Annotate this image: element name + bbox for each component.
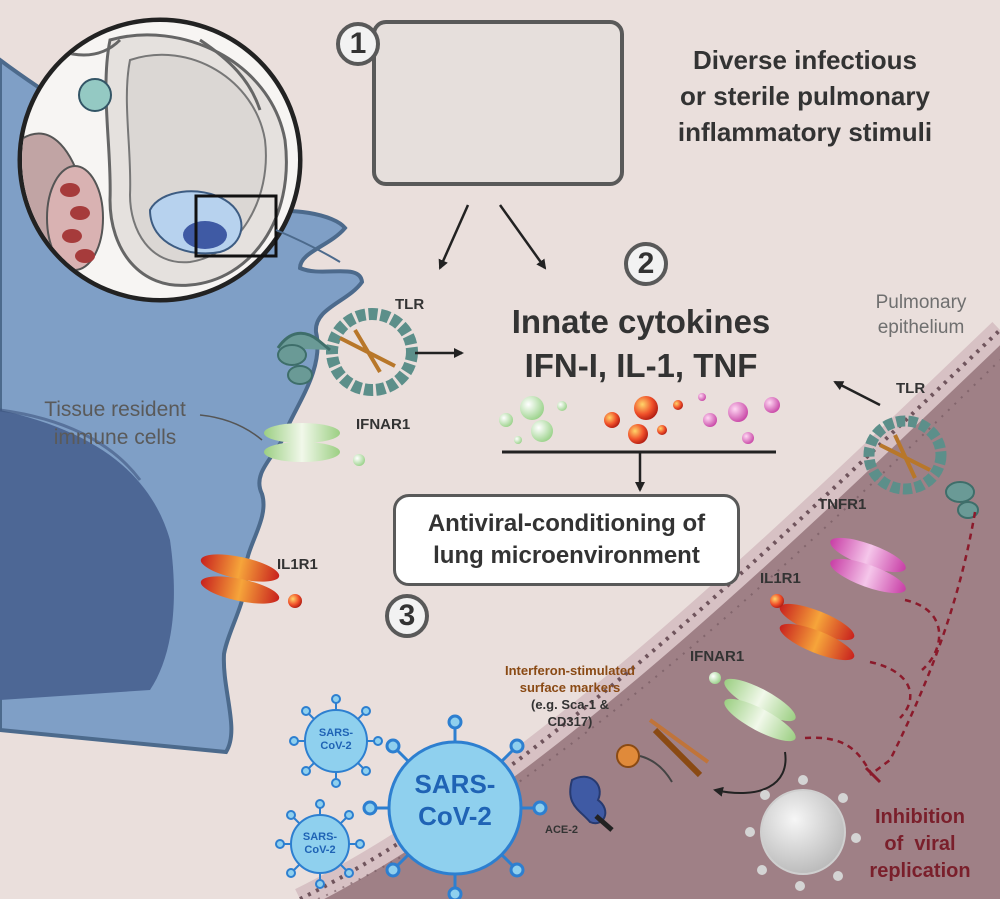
step-1-badge: 1	[336, 22, 380, 66]
sars-cov-2-small-bottom	[275, 799, 365, 889]
arrow-epi-tlr-to-cytokines	[833, 380, 881, 407]
epithelium-tnfr1-label: TNFR1	[818, 496, 867, 513]
stimuli-label: Diverse infectious or sterile pulmonary …	[677, 45, 933, 147]
pulmonary-epithelium-label: Pulmonary epithelium	[875, 292, 967, 338]
step-2-badge: 2	[624, 242, 668, 286]
cytokine-particles	[499, 393, 780, 444]
immune-tlr-label: TLR	[395, 296, 425, 313]
inhibited-virus	[745, 775, 861, 891]
epithelium-il1r1-label: IL1R1	[760, 570, 801, 587]
sars-cov-2-small-bottom-label: SARS- CoV-2	[302, 831, 338, 856]
isg-surface-marker	[616, 718, 710, 783]
epithelium-tlr-receptor	[863, 415, 979, 519]
arrow-stimuli-to-cytokines	[498, 204, 547, 270]
stimuli-box	[372, 20, 624, 186]
immune-ifnar1-label: IFNAR1	[356, 416, 411, 433]
conditioning-label: Antiviral-conditioning of lung microenvi…	[427, 510, 706, 569]
epithelium-il1r1-receptor	[770, 594, 855, 661]
sars-cov-2-large	[362, 714, 548, 899]
epithelium-tlr-label: TLR	[896, 380, 926, 397]
epithelium-ifnar1-receptor	[709, 672, 796, 742]
inhibition-label: Inhibition of viral replication	[869, 806, 971, 882]
lung-alveolus-inset	[17, 17, 303, 303]
epithelium-tnfr1-receptor	[830, 537, 906, 594]
immune-il1r1-label: IL1R1	[277, 556, 318, 573]
sars-cov-2-small-top	[289, 694, 383, 788]
immune-label-pointer	[199, 414, 263, 441]
ace2-label: ACE-2	[545, 824, 579, 836]
sars-cov-2-large-label: SARS- CoV-2	[414, 769, 496, 831]
arrow-ifnar-to-isg	[713, 751, 787, 797]
inhibition-pathways	[804, 511, 977, 776]
arrow-stimuli-to-immune	[438, 204, 470, 270]
ace2-receptor	[569, 775, 614, 832]
immune-tlr-receptor	[276, 308, 418, 396]
immune-il1r1-receptor	[200, 554, 302, 608]
step-3-badge: 3	[385, 594, 429, 638]
inhibition-bar	[864, 766, 882, 784]
immune-ifnar1-receptor	[264, 423, 365, 466]
sars-cov-2-small-top-label: SARS- CoV-2	[318, 727, 354, 752]
tissue-resident-label: Tissue resident immune cells	[44, 398, 186, 449]
conditioning-box	[393, 494, 740, 586]
cytokines-label: Innate cytokines IFN-I, IL-1, TNF	[511, 303, 771, 384]
epithelium-ifnar1-label: IFNAR1	[690, 648, 745, 665]
isg-markers-label: Interferon-stimulated surface markers (e…	[504, 663, 635, 729]
